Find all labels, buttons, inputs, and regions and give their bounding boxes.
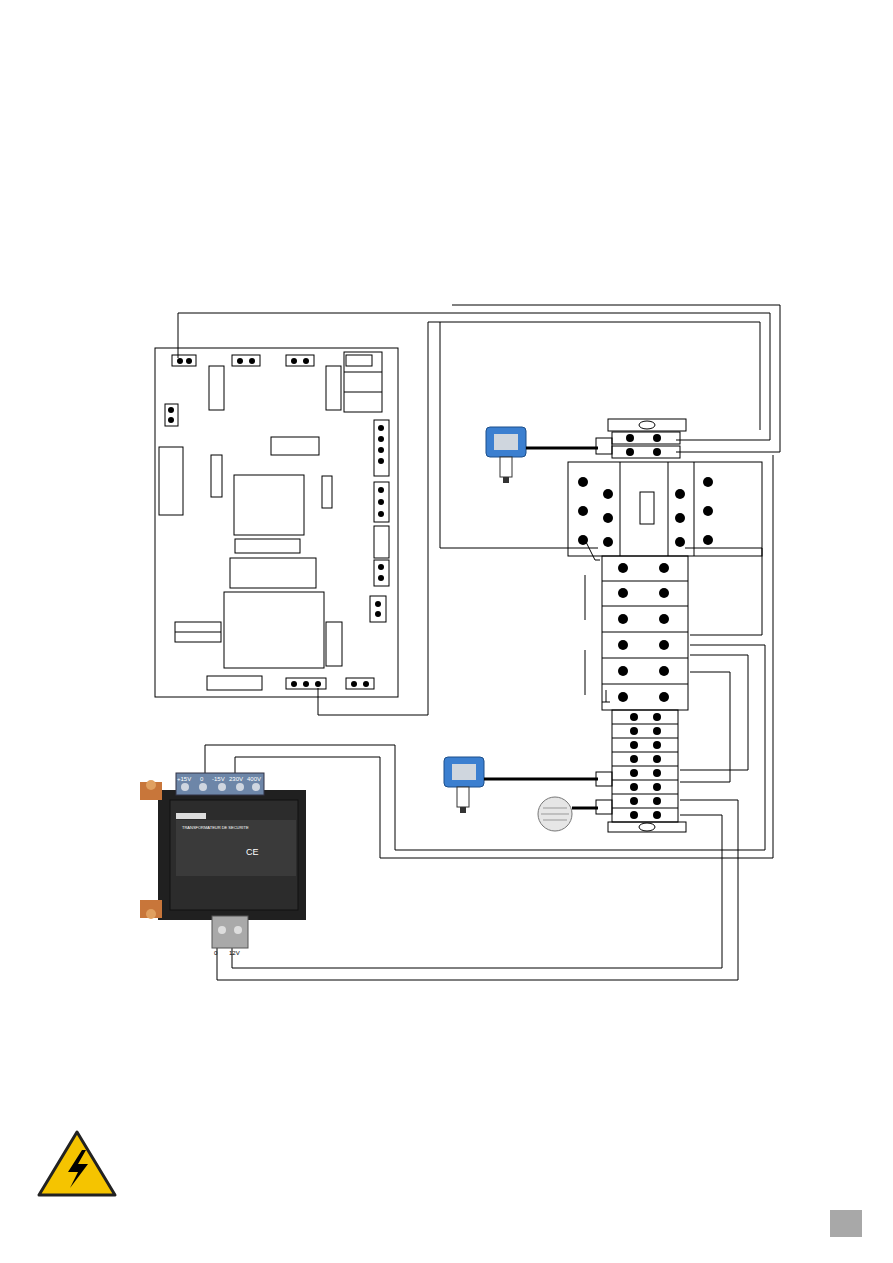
terminal-label: 400V	[247, 776, 261, 782]
nameplate-text: TRANSFORMATEUR DE SECURITE	[182, 826, 249, 830]
page-box	[830, 1210, 862, 1237]
terminal-label: -15V	[212, 776, 225, 782]
terminal-label: 12V	[229, 950, 240, 956]
lamp-icon	[538, 797, 598, 831]
terminal-label: 230V	[229, 776, 243, 782]
sensor-icon	[444, 757, 598, 813]
terminal-label: 0	[200, 776, 203, 782]
pcb-board	[155, 348, 398, 697]
terminal-label: +15V	[177, 776, 191, 782]
warning-sign	[39, 1132, 115, 1195]
terminal-label: 0	[214, 950, 217, 956]
sensor-icon	[486, 427, 598, 483]
transformer-picture	[140, 773, 306, 948]
ce-mark: CE	[246, 848, 259, 857]
